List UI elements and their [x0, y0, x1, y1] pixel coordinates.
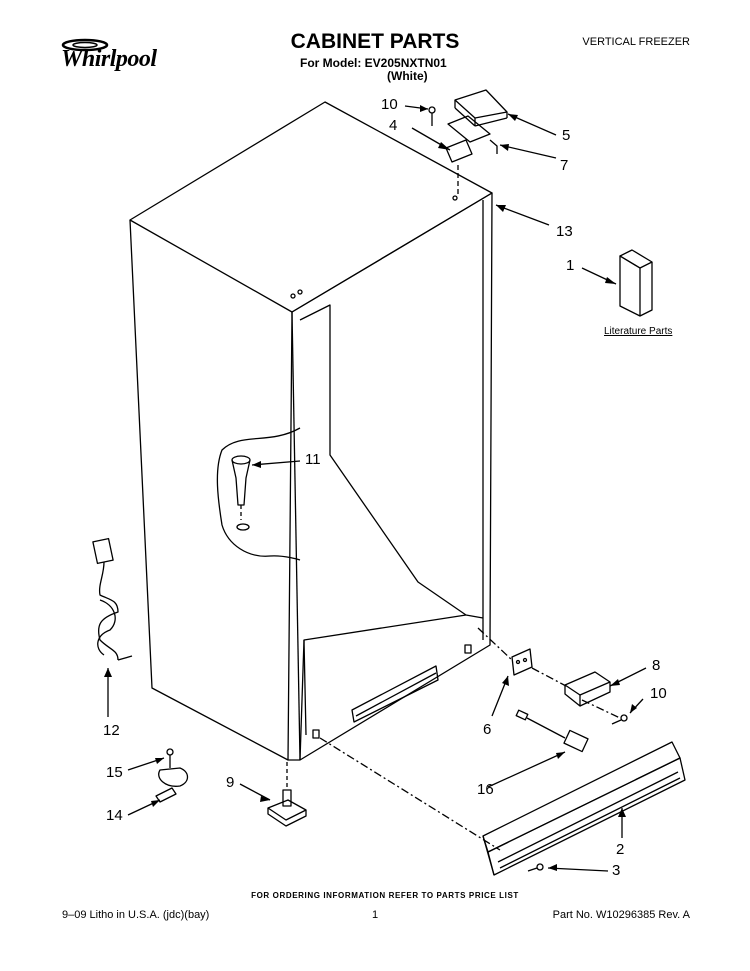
- cutaway-cloud: [216, 427, 301, 561]
- model-color: (White): [387, 69, 428, 83]
- model-info: For Model: EV205NXTN01 (White): [300, 57, 447, 83]
- bottom-hinge-assembly: [511, 648, 628, 725]
- ordering-note: FOR ORDERING INFORMATION REFER TO PARTS …: [251, 891, 519, 900]
- callout-9: 9: [226, 774, 235, 791]
- callout-7: 7: [560, 157, 569, 174]
- grille-screw-part: [527, 863, 544, 872]
- callout-14: 14: [106, 807, 123, 824]
- assembly-leader-lines: [319, 627, 621, 851]
- literature-parts-link[interactable]: Literature Parts: [604, 326, 673, 337]
- literature-booklet-part: [619, 249, 653, 317]
- callout-11: 11: [305, 451, 321, 468]
- callout-1: 1: [566, 257, 575, 274]
- power-cord-part: [92, 537, 133, 661]
- logo-swirl-icon: [61, 38, 109, 52]
- whirlpool-logo: Whirlpool: [55, 38, 175, 74]
- callout-2: 2: [616, 841, 625, 858]
- page-number: 1: [372, 909, 379, 921]
- cord-clamp-part: [155, 748, 189, 803]
- model-number: For Model: EV205NXTN01: [300, 56, 447, 70]
- cabinet-body: [129, 101, 493, 761]
- toe-grille-part: [482, 741, 686, 876]
- appliance-category: VERTICAL FREEZER: [582, 36, 690, 48]
- callout-10-bottom: 10: [650, 685, 667, 702]
- callout-10-top: 10: [381, 96, 398, 113]
- callout-13: 13: [556, 223, 573, 240]
- callout-arrowheads: [104, 105, 637, 871]
- callout-8: 8: [652, 657, 661, 674]
- callout-3: 3: [612, 862, 621, 879]
- callout-16: 16: [477, 781, 494, 798]
- wire-harness-part: [515, 709, 589, 753]
- callout-6: 6: [483, 721, 492, 738]
- litho-info: 9–09 Litho in U.S.A. (jdc)(bay): [62, 909, 210, 921]
- callout-15: 15: [106, 764, 123, 781]
- part-number: Part No. W10296385 Rev. A: [552, 909, 690, 921]
- callout-12: 12: [103, 722, 120, 739]
- drain-tube-part: [231, 455, 251, 531]
- top-hinge-assembly: [428, 89, 508, 196]
- callout-5: 5: [562, 127, 571, 144]
- leveling-leg-part: [267, 762, 307, 827]
- page-title: CABINET PARTS: [290, 30, 460, 53]
- brand-wordmark: Whirlpool: [61, 46, 157, 72]
- callout-arrows: [107, 105, 647, 872]
- callout-4: 4: [389, 117, 398, 134]
